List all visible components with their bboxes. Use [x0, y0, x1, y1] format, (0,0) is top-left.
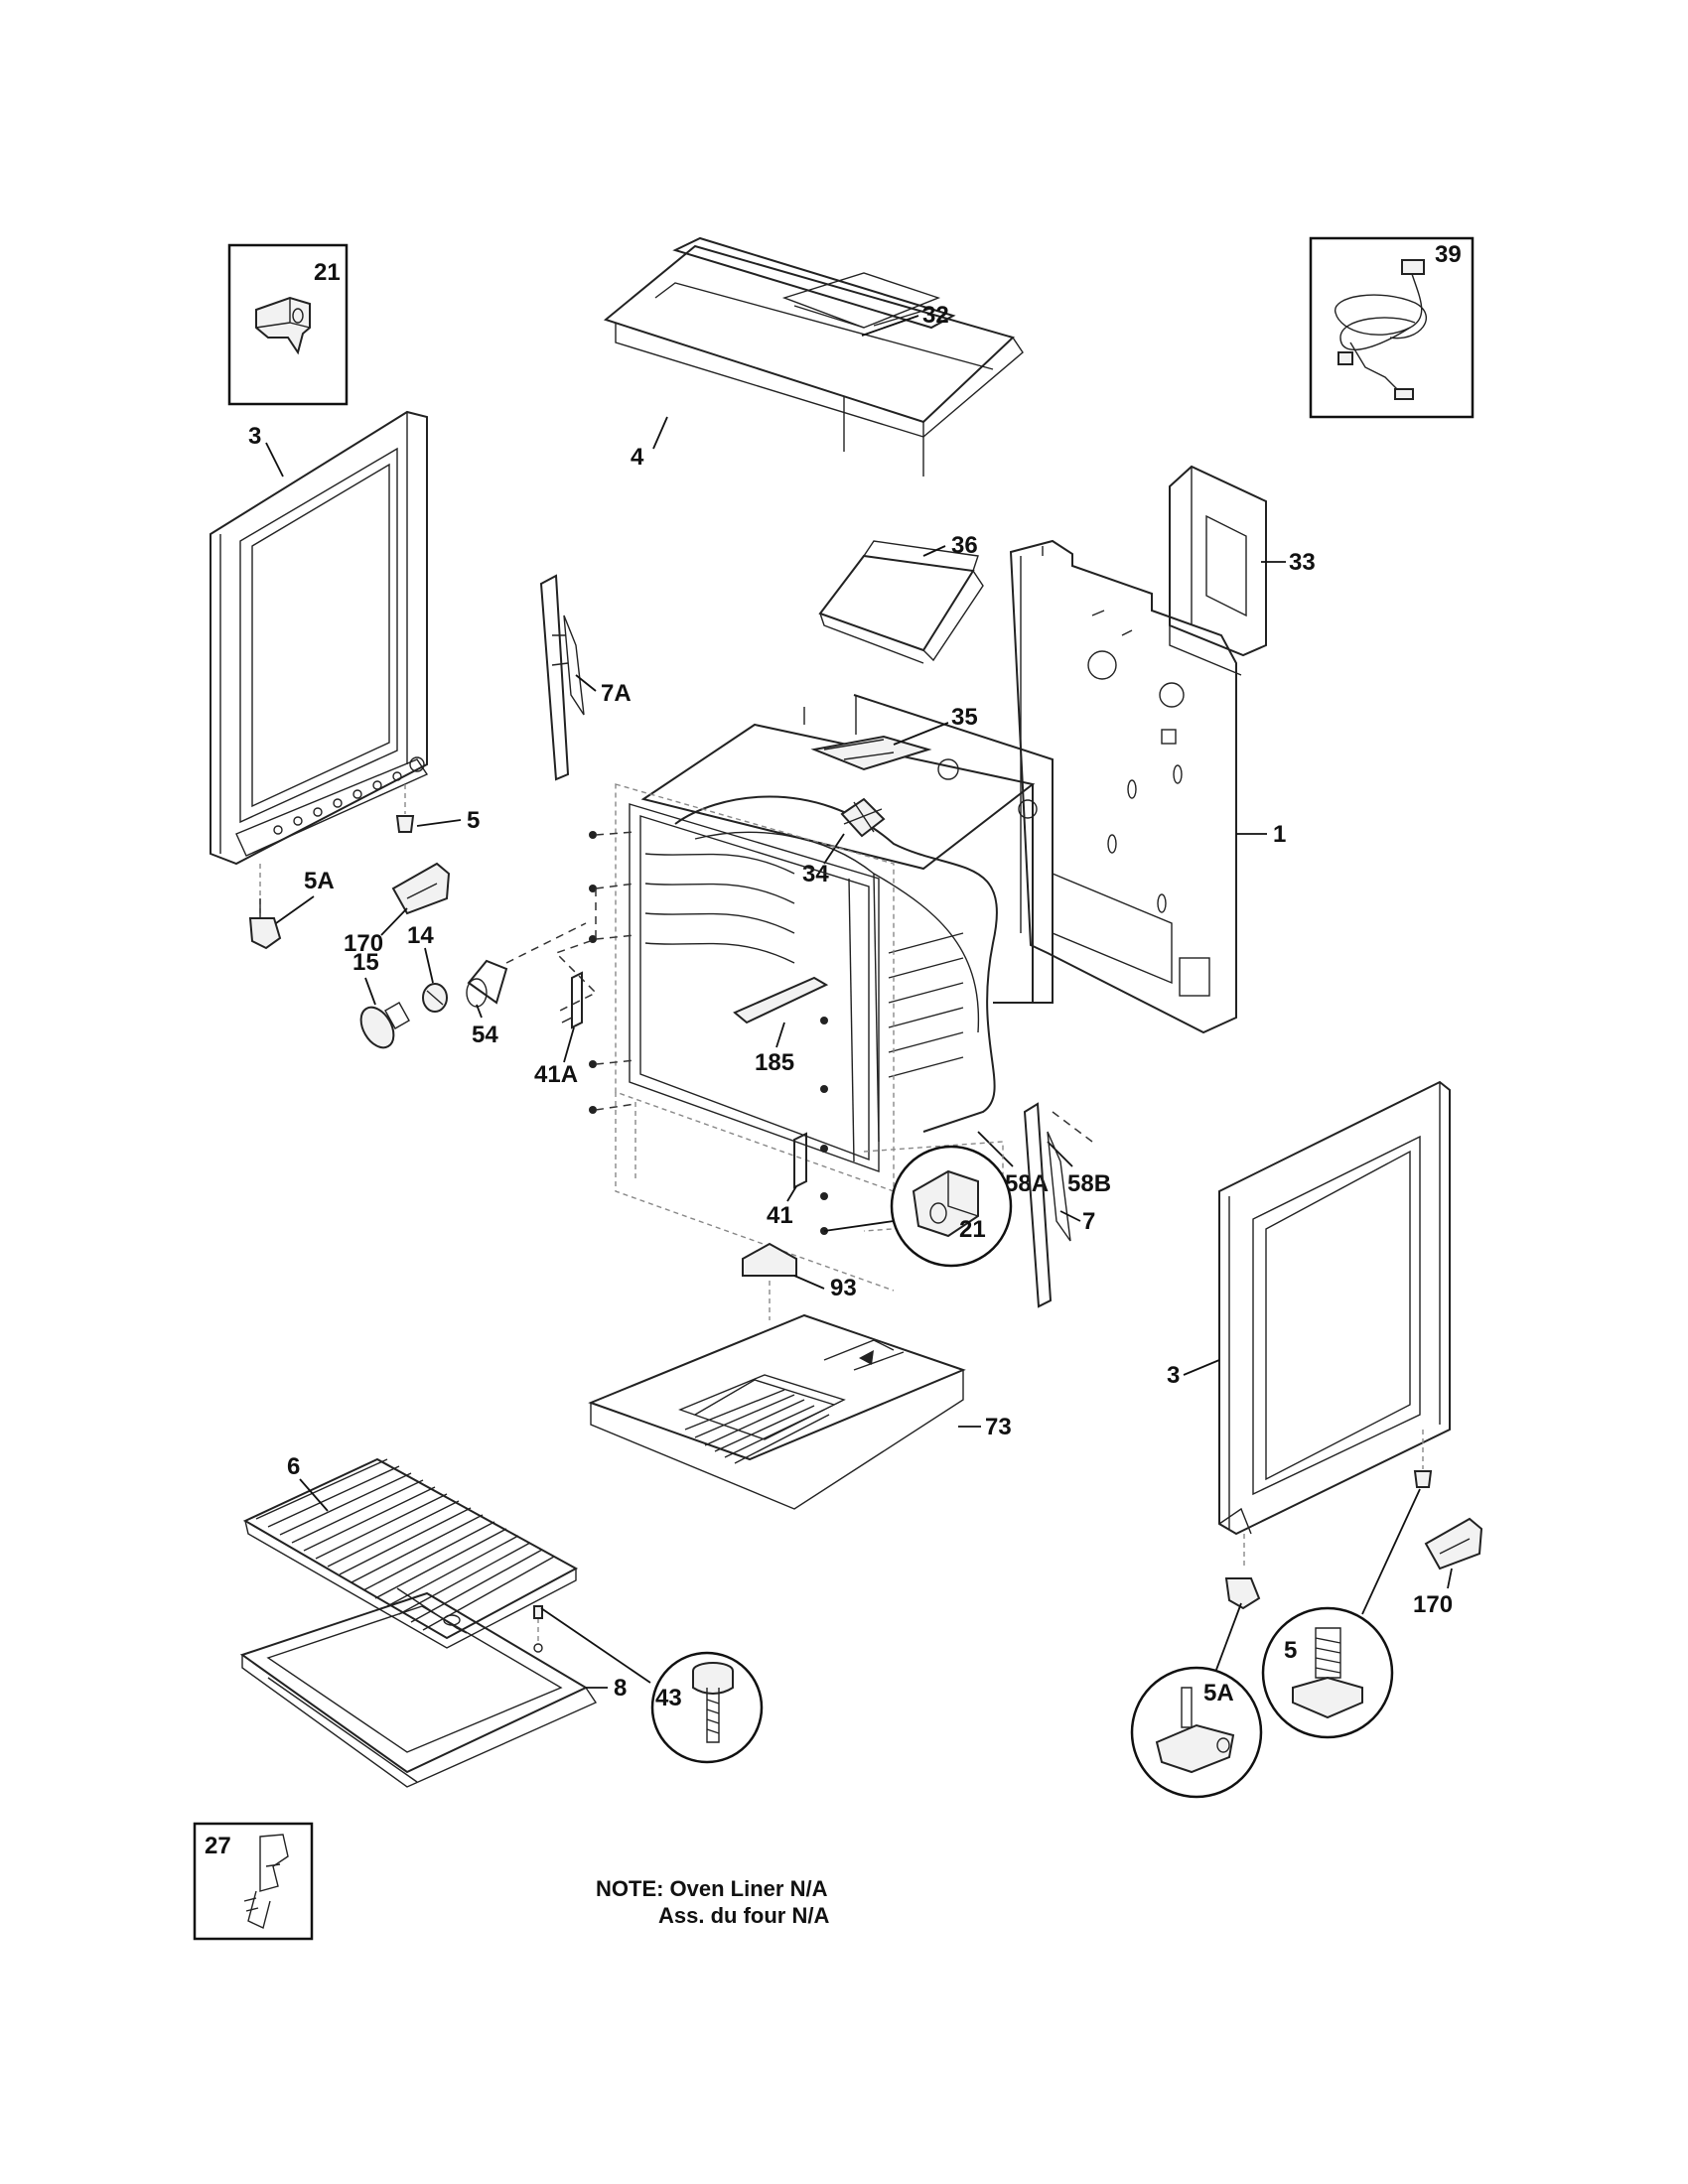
rear-panel: [1009, 539, 1237, 1034]
bracket-clip-drawing: [243, 1834, 289, 1929]
door-hinge-7: [1023, 1102, 1093, 1308]
callout-170-right: 170: [1413, 1591, 1453, 1618]
callout-5-left: 5: [467, 807, 480, 834]
rear-panel-bracket-33: [1169, 465, 1267, 676]
callout-35: 35: [951, 704, 978, 731]
callout-32: 32: [922, 302, 949, 329]
mounting-screws: [554, 831, 828, 1235]
callout-58B: 58B: [1067, 1170, 1111, 1197]
detail-circle-part-43: 43: [540, 1607, 764, 1764]
callout-43: 43: [655, 1685, 682, 1711]
callout-8: 8: [614, 1675, 627, 1702]
leveler-5a-right: [1224, 1577, 1261, 1610]
callout-39: 39: [1435, 241, 1462, 268]
callout-14: 14: [407, 922, 434, 949]
power-cord-drawing: [1335, 259, 1427, 400]
callout-5A-right: 5A: [1203, 1680, 1234, 1706]
callout-3-right: 3: [1167, 1362, 1180, 1389]
detail-circle-part-5: 5: [1261, 1488, 1421, 1739]
door-latch-clip-drawing: [255, 296, 311, 355]
callout-27: 27: [205, 1833, 231, 1859]
callout-73: 73: [985, 1414, 1012, 1440]
note-line-1: NOTE: Oven Liner N/A: [596, 1876, 828, 1901]
oven-rack: [242, 1457, 579, 1649]
oven-light-assembly: [359, 922, 587, 1049]
oven-cavity-and-insulation: [640, 694, 1054, 1162]
detail-circle-part-5a: 5A: [1130, 1602, 1263, 1799]
leveling-leg-right: [1413, 1470, 1433, 1488]
callout-7: 7: [1082, 1208, 1095, 1235]
callout-3-left: 3: [248, 423, 261, 450]
bracket-41a: [561, 971, 583, 1029]
callout-34: 34: [802, 861, 829, 887]
callout-6: 6: [287, 1453, 300, 1480]
callout-7A: 7A: [601, 680, 632, 707]
callout-41: 41: [767, 1202, 793, 1229]
anti-tip-bracket-left: [391, 862, 451, 915]
callout-170-left: 170: [344, 930, 383, 957]
callout-36: 36: [951, 532, 978, 559]
leveler-5a-left: [248, 864, 282, 950]
detail-circle-part-21: 21: [823, 1145, 1013, 1268]
callout-1: 1: [1273, 821, 1286, 848]
oven-bottom-panel: [588, 1313, 966, 1510]
callout-21-box: 21: [314, 259, 341, 286]
door-hinge-7a: [539, 574, 585, 781]
inset-box-part-27: 27: [193, 1822, 314, 1941]
callout-41A: 41A: [534, 1061, 578, 1088]
callout-4: 4: [631, 444, 644, 471]
note-line-2: Ass. du four N/A: [658, 1903, 829, 1928]
callout-5A-left: 5A: [304, 868, 335, 894]
oven-vent-duct: [818, 540, 984, 664]
callout-54: 54: [472, 1022, 498, 1048]
right-side-panel: [1218, 1080, 1451, 1569]
top-frame-assembly: [603, 236, 1024, 477]
inset-box-part-39: 39: [1309, 236, 1475, 419]
bracket-41: [793, 1132, 807, 1189]
anti-tip-bracket-right: [1424, 1517, 1483, 1570]
callout-21-circle: 21: [959, 1216, 986, 1243]
vent-cap-93: [742, 1242, 797, 1320]
left-side-panel: [210, 410, 429, 866]
callout-93: 93: [830, 1275, 857, 1301]
callout-33: 33: [1289, 549, 1316, 576]
inset-box-part-21: 21: [227, 243, 349, 406]
callout-15: 15: [352, 949, 379, 976]
leveling-leg-left: [395, 784, 415, 833]
callout-185: 185: [755, 1049, 794, 1076]
callout-5-right: 5: [1284, 1637, 1297, 1664]
